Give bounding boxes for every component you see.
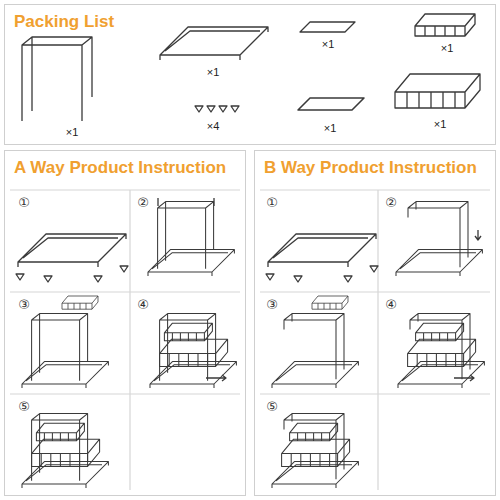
panel-box: B Way Product Instruction xyxy=(254,150,496,496)
quantity-label: ×1 xyxy=(324,122,337,134)
quantity-label: ×4 xyxy=(207,120,220,132)
quantity-label: ×1 xyxy=(441,42,454,54)
panel-box: Packing List xyxy=(4,4,496,145)
step-number: ③ xyxy=(18,298,30,312)
step-number: ① xyxy=(18,196,30,210)
quantity-label: ×1 xyxy=(434,118,447,130)
step-number: ⑤ xyxy=(266,400,278,414)
step-number: ① xyxy=(266,196,278,210)
panel-heading: A Way Product Instruction xyxy=(14,158,226,178)
step-number: ④ xyxy=(137,298,149,312)
quantity-label: ×1 xyxy=(66,126,79,138)
panel-box: A Way Product Instruction xyxy=(4,150,246,496)
panel-heading: Packing List xyxy=(14,12,114,32)
step-number: ③ xyxy=(266,298,278,312)
panel-heading: B Way Product Instruction xyxy=(264,158,477,178)
step-number: ② xyxy=(137,196,149,210)
step-number: ⑤ xyxy=(18,400,30,414)
quantity-label: ×1 xyxy=(207,66,220,78)
quantity-label: ×1 xyxy=(322,38,335,50)
step-number: ④ xyxy=(385,298,397,312)
step-number: ② xyxy=(385,196,397,210)
